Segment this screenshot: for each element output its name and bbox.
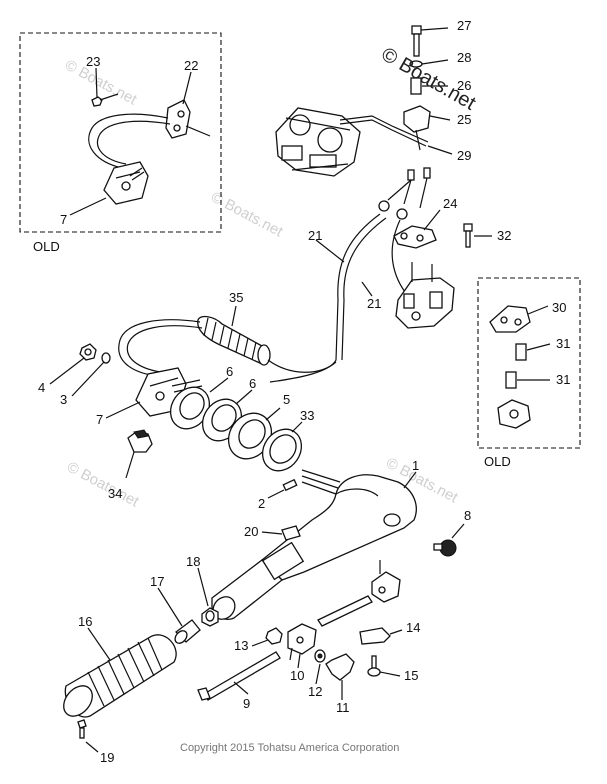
old-throttle-link-assembly	[88, 93, 211, 205]
bracket-24	[393, 225, 437, 249]
clamp-10	[287, 623, 317, 661]
label-15: 15	[404, 668, 418, 683]
nut-18	[201, 607, 219, 627]
label-21b: 21	[367, 296, 381, 311]
label-7-old: 7	[60, 212, 67, 227]
label-6a: 6	[226, 364, 233, 379]
washer-12	[314, 649, 326, 663]
washer-3	[101, 352, 111, 364]
screw-19	[77, 719, 87, 739]
collar-31b	[505, 371, 517, 389]
label-23: 23	[86, 54, 100, 69]
tiller-arm-1	[211, 469, 417, 620]
label-31b: 31	[556, 372, 570, 387]
label-24: 24	[443, 196, 457, 211]
label-10: 10	[290, 668, 304, 683]
screw-2	[282, 478, 298, 492]
label-31a: 31	[556, 336, 570, 351]
label-27: 27	[457, 18, 471, 33]
collar-26	[410, 77, 422, 95]
cable-ends	[378, 167, 431, 220]
label-12: 12	[308, 684, 322, 699]
label-19: 19	[100, 750, 114, 765]
label-11: 11	[336, 700, 350, 715]
label-1: 1	[412, 458, 419, 473]
label-28: 28	[457, 50, 471, 65]
label-17: 17	[150, 574, 164, 589]
decal-20	[281, 525, 301, 541]
label-34: 34	[108, 486, 122, 501]
collar-31a	[515, 343, 527, 361]
nut-4	[79, 343, 97, 361]
label-26: 26	[457, 78, 471, 93]
label-33: 33	[300, 408, 314, 423]
ring-33	[261, 428, 303, 472]
label-6b: 6	[249, 376, 256, 391]
link-housing	[395, 262, 455, 329]
label-2: 2	[258, 496, 265, 511]
watermark-faint-2: © Boats.net	[64, 459, 142, 511]
label-3: 3	[60, 392, 67, 407]
lever-25	[403, 105, 431, 133]
label-20: 20	[244, 524, 258, 539]
grommet-35	[197, 315, 271, 366]
label-13: 13	[234, 638, 248, 653]
knob-11	[325, 653, 355, 681]
carburetor-assembly	[275, 107, 361, 177]
old-label-left: OLD	[33, 239, 60, 254]
rod-9	[197, 651, 281, 701]
old-label-right: OLD	[484, 454, 511, 469]
grip-16	[63, 634, 177, 718]
sleeve-17	[174, 619, 201, 644]
label-29: 29	[457, 148, 471, 163]
label-21a: 21	[308, 228, 322, 243]
label-25: 25	[457, 112, 471, 127]
label-22: 22	[184, 58, 198, 73]
label-4: 4	[38, 380, 45, 395]
bolt-27	[411, 25, 422, 57]
label-5: 5	[283, 392, 290, 407]
bolt-32	[463, 223, 473, 248]
label-35: 35	[229, 290, 243, 305]
clip-34	[127, 429, 153, 453]
label-7: 7	[96, 412, 103, 427]
clip-14	[359, 627, 391, 645]
screw-13	[265, 627, 283, 645]
ring-6a	[169, 386, 211, 430]
label-14: 14	[406, 620, 420, 635]
old-box-left	[19, 32, 222, 233]
label-9: 9	[243, 696, 250, 711]
label-18: 18	[186, 554, 200, 569]
knob-8	[433, 539, 457, 557]
copyright-notice: Copyright 2015 Tohatsu America Corporati…	[180, 742, 399, 754]
friction-bracket	[317, 560, 401, 627]
label-16: 16	[78, 614, 92, 629]
label-32: 32	[497, 228, 511, 243]
old-box-right	[477, 277, 581, 449]
label-30: 30	[552, 300, 566, 315]
bracket-30	[489, 305, 531, 333]
watermark-faint-4: © Boats.net	[208, 189, 286, 241]
label-8: 8	[464, 508, 471, 523]
screw-15	[367, 655, 381, 677]
